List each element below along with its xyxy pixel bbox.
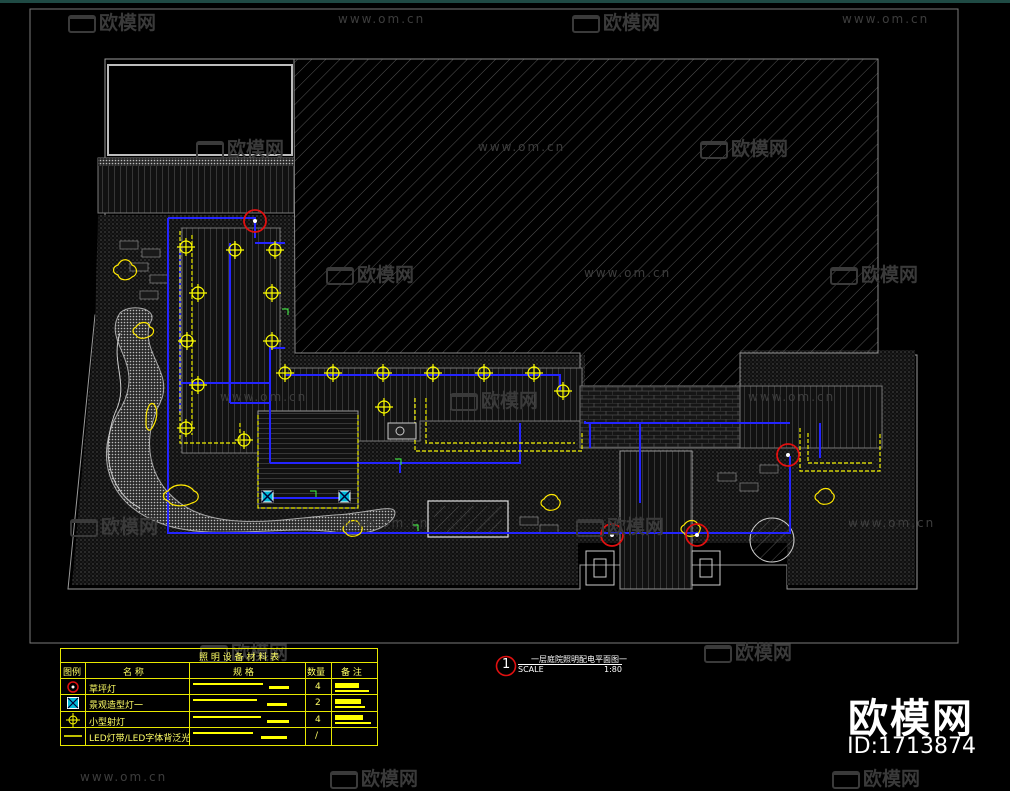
watermark-logo: 欧模网 <box>196 134 284 161</box>
cad-drawing <box>29 8 959 644</box>
stair-center <box>619 450 693 590</box>
spot-14 <box>424 364 442 382</box>
spot-8 <box>189 376 207 394</box>
led-strips <box>179 231 881 509</box>
legend-header-name: 名 称 <box>123 668 144 678</box>
watermark-logo: 欧模网 <box>700 134 788 161</box>
landscape-light-icon <box>67 697 79 709</box>
legend-table: 照 明 设 备 材 料 表 图例 名 称 规 格 数量 备 注 草坪灯 4 景观… <box>60 648 378 746</box>
stepping-stones <box>119 240 779 534</box>
lawn-light-dots <box>253 219 790 537</box>
gate-left <box>585 550 615 586</box>
brand-logo-text: 欧模网 <box>848 696 974 742</box>
watermark-logo: 欧模网 <box>68 8 156 35</box>
spotlight-icon <box>66 713 80 727</box>
spot-18 <box>375 398 393 416</box>
watermark-logo: 欧模网 <box>450 386 538 413</box>
spotlights <box>177 238 572 449</box>
legend-header-spec: 规 格 <box>233 668 254 678</box>
watermark-logo: 欧模网 <box>200 638 288 665</box>
top-strip <box>0 0 1010 3</box>
legend-row-qty: / <box>315 731 319 741</box>
pool-inner <box>434 506 502 532</box>
legend-row-name: LED灯带/LED字体背泛光 <box>89 734 191 744</box>
small-fixtures <box>282 308 419 531</box>
spot-15 <box>475 364 493 382</box>
legend-row-qty: 4 <box>315 682 321 692</box>
plan-number-circle <box>495 655 517 677</box>
spot-9 <box>177 419 195 437</box>
spot-17 <box>554 382 572 400</box>
watermark-url: www.om.cn <box>848 516 936 530</box>
legend-row-name: 小型射灯 <box>89 718 126 728</box>
watermark-url: www.om.cn <box>342 516 430 530</box>
pool-box <box>427 500 509 538</box>
watermark-url: www.om.cn <box>584 266 672 280</box>
legend-row-qty: 4 <box>315 715 321 725</box>
watermark-logo: 欧模网 <box>572 8 660 35</box>
watermark-logo: 欧模网 <box>326 260 414 287</box>
watermark-logo: 欧模网 <box>704 638 792 665</box>
lawn-light-icon <box>67 681 79 693</box>
watermark-logo: 欧模网 <box>576 512 664 539</box>
legend-row-name: 草坪灯 <box>89 685 117 695</box>
brand-id: ID:1713874 <box>847 734 976 759</box>
legend-row-qty: 2 <box>315 698 321 708</box>
spot-5 <box>263 284 281 302</box>
gravel-path-2 <box>107 332 141 509</box>
watermark-logo: 欧模网 <box>832 764 920 791</box>
fence-top <box>98 158 294 166</box>
watermark-logo: 欧模网 <box>70 512 158 539</box>
legend-title: 照 明 设 备 材 料 表 <box>199 653 280 663</box>
spot-12 <box>324 364 342 382</box>
watermark-logo: 欧模网 <box>830 260 918 287</box>
spot-7 <box>263 332 281 350</box>
plan-title: 一层庭院照明配电平面图一 <box>531 655 627 664</box>
plan-number: 1 <box>502 657 511 672</box>
top-left-box <box>107 64 293 156</box>
drawing-frame <box>29 8 959 644</box>
watermark-url: www.om.cn <box>478 140 566 154</box>
gate-left-in <box>593 558 607 578</box>
deck-l <box>181 227 583 454</box>
round-planter <box>749 517 795 563</box>
spot-13 <box>374 364 392 382</box>
plan-scale-label: SCALE <box>518 665 544 674</box>
legend-header-icon: 图例 <box>63 668 82 678</box>
led-strip-icon <box>64 735 82 737</box>
plan-title-underline <box>518 664 622 665</box>
device-box <box>387 422 417 440</box>
right-deck <box>739 385 883 449</box>
building-hatch <box>293 58 879 387</box>
fence-strip <box>97 157 295 214</box>
gate-right-in <box>699 558 713 578</box>
watermark-url: www.om.cn <box>748 390 836 404</box>
legend-header-qty: 数量 <box>307 668 326 678</box>
spot-6 <box>178 332 196 350</box>
spot-11 <box>276 364 294 382</box>
spot-2 <box>226 241 244 259</box>
spot-16 <box>525 364 543 382</box>
spot-4 <box>189 284 207 302</box>
legend-header-note: 备 注 <box>341 668 362 678</box>
legend-row-name: 景观造型灯一 <box>89 701 144 711</box>
spot-10 <box>235 431 253 449</box>
spot-3 <box>266 241 284 259</box>
watermark-url: www.om.cn <box>220 390 308 404</box>
paving-center <box>579 385 741 449</box>
spot-1 <box>177 238 195 256</box>
device-knob <box>395 426 405 436</box>
plan-scale-value: 1:80 <box>604 665 622 674</box>
gravel-path <box>105 307 396 535</box>
gate-right <box>691 550 721 586</box>
landscape-lights <box>261 490 351 503</box>
watermark-logo: 欧模网 <box>330 764 418 791</box>
watermark-url: www.om.cn <box>80 770 168 784</box>
watermark-url: www.om.cn <box>842 12 930 26</box>
watermark-url: www.om.cn <box>338 12 426 26</box>
